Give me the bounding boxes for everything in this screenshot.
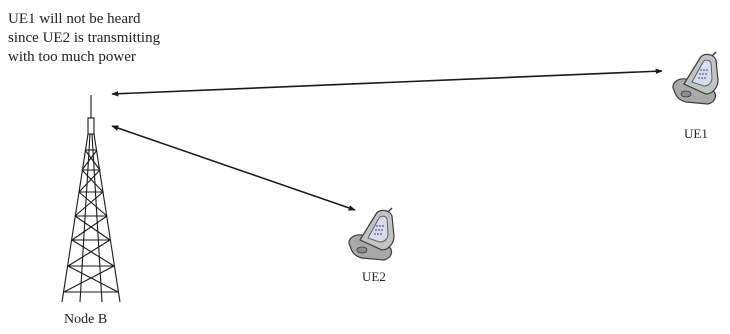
cell-tower-icon [61,95,121,303]
caption-line: since UE2 is transmitting [8,30,161,46]
node-b-label: Node B [64,312,108,327]
ue2-label: UE2 [362,269,386,284]
mobile-phone-icon [348,207,395,261]
caption-line: with too much power [8,49,136,65]
arrow-node-b-to-ue1 [111,68,663,97]
diagram-caption: UE1 will not be heard since UE2 is trans… [8,10,160,67]
mobile-phone-icon [672,51,719,105]
caption-line: UE1 will not be heard [8,11,141,27]
ue1-label: UE1 [684,126,708,141]
arrow-node-b-to-ue2 [111,125,356,211]
